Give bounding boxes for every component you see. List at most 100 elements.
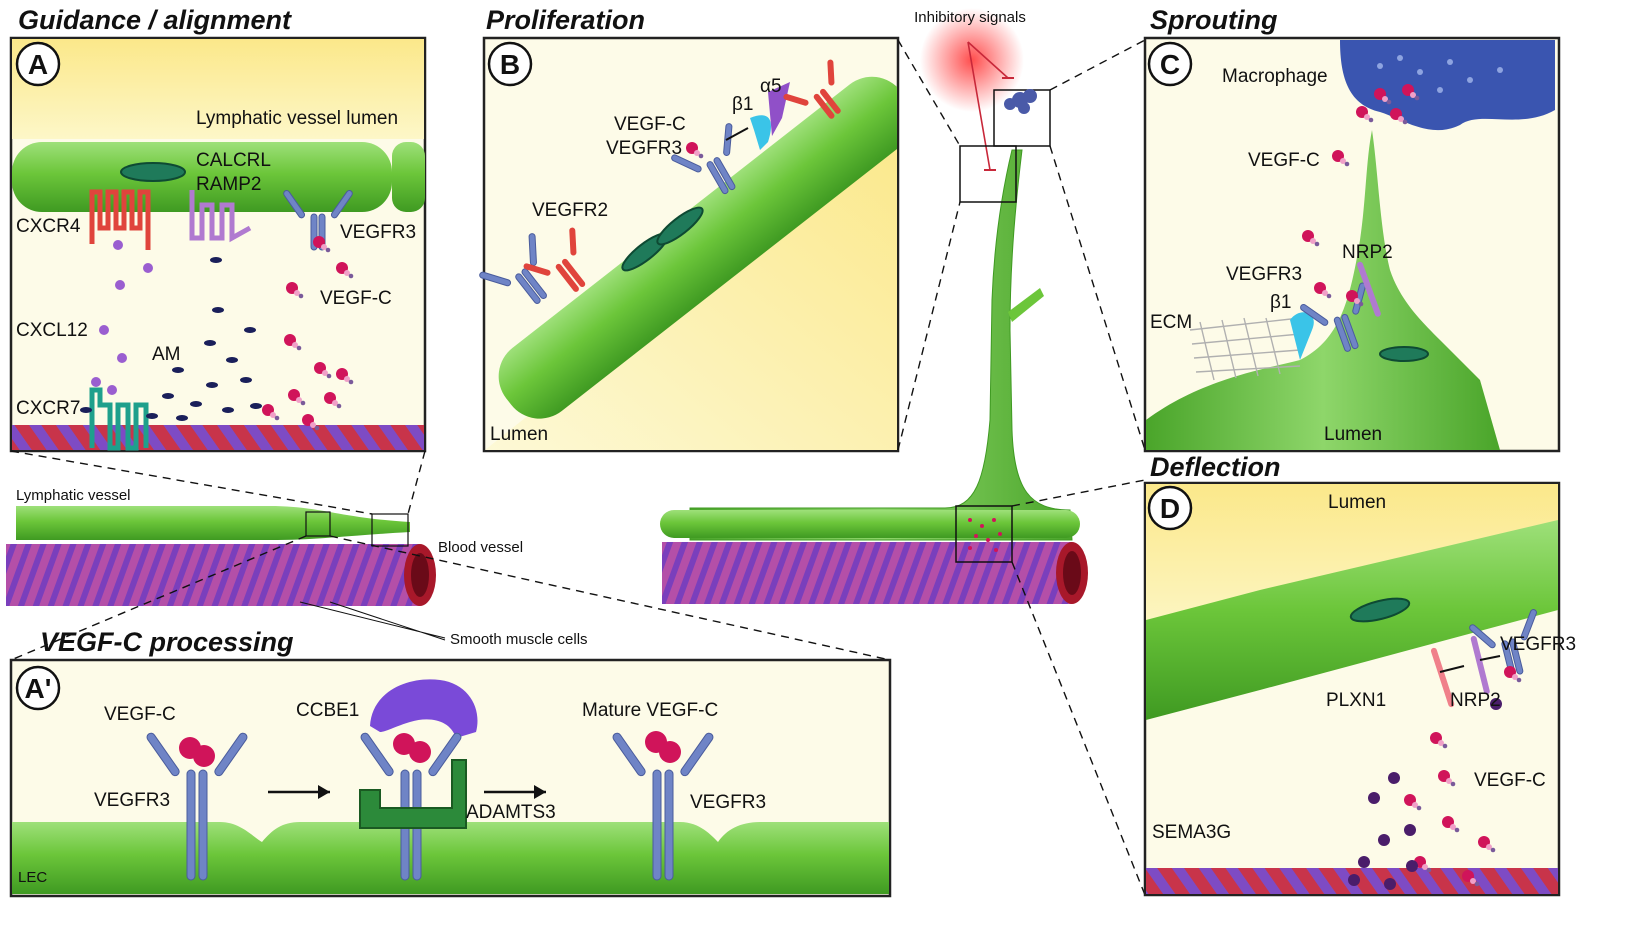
adamts3-protein [359, 759, 467, 829]
label-vegfr3-d: VEGFR3 [1500, 634, 1576, 655]
smooth-muscle-pointer-lines [299, 601, 446, 641]
panel-d-badge [1147, 485, 1193, 531]
interaction-arrows-d [1439, 655, 1501, 673]
label-blood-vessel: Blood vessel [438, 539, 523, 556]
zoom-lines-center [897, 39, 1146, 896]
panel-a-nucleus [120, 162, 186, 182]
section-title-guidance: Guidance / alignment [18, 5, 292, 35]
label-lec: LEC [18, 869, 47, 886]
macrophage-cell [1340, 40, 1555, 131]
label-vegfc-b: VEGF-C [614, 114, 686, 135]
label-smooth-muscle-cells: Smooth muscle cells [450, 631, 588, 648]
label-ramp2: RAMP2 [196, 174, 261, 195]
label-cxcl12: CXCL12 [16, 320, 88, 341]
panel-a-prime-letter: A' [25, 673, 52, 704]
zoom-box-b [959, 145, 1017, 203]
label-ecm: ECM [1150, 312, 1192, 333]
center-sprout-branch [1008, 288, 1044, 322]
panel-b-nucleus-2 [656, 206, 704, 246]
nrp2-receptor-c [1357, 261, 1381, 317]
center-lymphatic-sprout [689, 149, 1073, 541]
sema3g-particles [1348, 698, 1502, 890]
label-beta1-b: β1 [732, 94, 754, 115]
label-lumen-d: Lumen [1328, 492, 1386, 513]
panel-a-smooth-muscle-floor [12, 425, 424, 450]
inhibitory-bars [984, 77, 1014, 171]
section-title-sprouting: Sprouting [1150, 5, 1278, 35]
center-macrophage [1004, 89, 1037, 114]
panel-b-badge [487, 41, 533, 87]
zoom-box-d [955, 505, 1013, 563]
panel-b: Proliferation B VEGF-C VEGFR3 VEGFR2 α5 [476, 5, 900, 453]
vegfc-aprime-2 [393, 733, 431, 763]
cxcl12-particles [91, 240, 153, 395]
ccbe1-protein [370, 679, 478, 738]
vegfc-aprime-3 [645, 731, 681, 763]
panel-a: Guidance / alignment [9, 5, 427, 453]
panel-c-badge [1147, 41, 1193, 87]
panel-a-prime: VEGF-C processing A' VEGF-C VEGFR3 [9, 627, 892, 898]
label-lumen-c: Lumen [1324, 424, 1382, 445]
panel-a-letter: A [28, 49, 48, 80]
panel-b-letter: B [500, 49, 520, 80]
vegfr2-receptor-red [523, 227, 586, 292]
label-adamts3: ADAMTS3 [466, 802, 556, 823]
overview-blood-vessel-lumen [411, 553, 429, 597]
panel-c-letter: C [1160, 49, 1180, 80]
vegfr2-receptor-top [783, 59, 841, 119]
panel-a-prime-badge [15, 665, 61, 711]
inhibitory-lines [967, 41, 1009, 171]
label-cxcr4: CXCR4 [16, 216, 81, 237]
zoom-lines-left [10, 450, 891, 661]
overview-zoom-box-guidance [371, 513, 409, 547]
panel-a-prime-lec [12, 822, 889, 894]
label-cxcr7: CXCR7 [16, 398, 80, 419]
overview-left: Lymphatic vessel Blood vessel Smooth mus… [6, 450, 891, 661]
panel-a-lumen-area [12, 39, 424, 139]
label-calcrl: CALCRL [196, 150, 271, 171]
label-vegfr3-c: VEGFR3 [1226, 264, 1302, 285]
beta1-integrin-c [1290, 312, 1314, 360]
center-sprout: Inhibitory signals [660, 8, 1146, 896]
label-vegfc-a: VEGF-C [320, 288, 392, 309]
interaction-arrow-b [725, 127, 749, 141]
center-vegfc-dots [968, 518, 1002, 552]
label-vegfc-d: VEGF-C [1474, 770, 1546, 791]
cxcr4-receptor [89, 189, 151, 250]
label-mature-vegfc: Mature VEGF-C [582, 700, 718, 721]
label-vegfr3-aprime-1: VEGFR3 [94, 790, 170, 811]
label-nrp2-c: NRP2 [1342, 242, 1393, 263]
panel-b-vessel [498, 76, 897, 419]
panel-a-badge [15, 41, 61, 87]
vegfr3-receptor-aprime-1 [146, 732, 248, 881]
am-particles [80, 257, 262, 421]
panel-d-nucleus [1349, 597, 1411, 623]
panel-c-tip-cell [1146, 130, 1500, 450]
vegfr3-receptor-aprime-3 [612, 732, 714, 881]
label-am: AM [152, 344, 181, 365]
label-macrophage: Macrophage [1222, 66, 1328, 87]
label-vegfr3-aprime-2: VEGFR3 [690, 792, 766, 813]
nrp2-receptor-d [1470, 635, 1490, 695]
label-vegfr2-b: VEGFR2 [532, 200, 608, 221]
arrow-1-head [318, 785, 330, 799]
overview-zoom-box-processing [305, 511, 331, 537]
beta1-integrin-b [750, 115, 771, 150]
label-lymphatic-vessel: Lymphatic vessel [16, 487, 131, 504]
panel-c: Sprouting C Macrophage VEGF-C VEGFR3 NRP… [1143, 5, 1561, 453]
label-beta1-c: β1 [1270, 292, 1292, 313]
label-lymphatic-lumen: Lymphatic vessel lumen [196, 108, 398, 129]
panel-d: Deflection D Lumen VEGFR3 PLXN1 NRP2 VEG… [1143, 452, 1576, 897]
label-plxn1: PLXN1 [1326, 690, 1386, 711]
arrow-2-head [534, 785, 546, 799]
label-vegfr3-a: VEGFR3 [340, 222, 416, 243]
panel-c-nucleus [1379, 346, 1429, 362]
plxn1-receptor [1430, 647, 1455, 708]
vegfc-aprime-1 [179, 737, 215, 767]
calcrl-ramp2-receptor [189, 190, 252, 243]
label-lumen-b: Lumen [490, 424, 548, 445]
cxcr7-receptor [89, 387, 149, 451]
ecm-mesh [1189, 317, 1301, 381]
